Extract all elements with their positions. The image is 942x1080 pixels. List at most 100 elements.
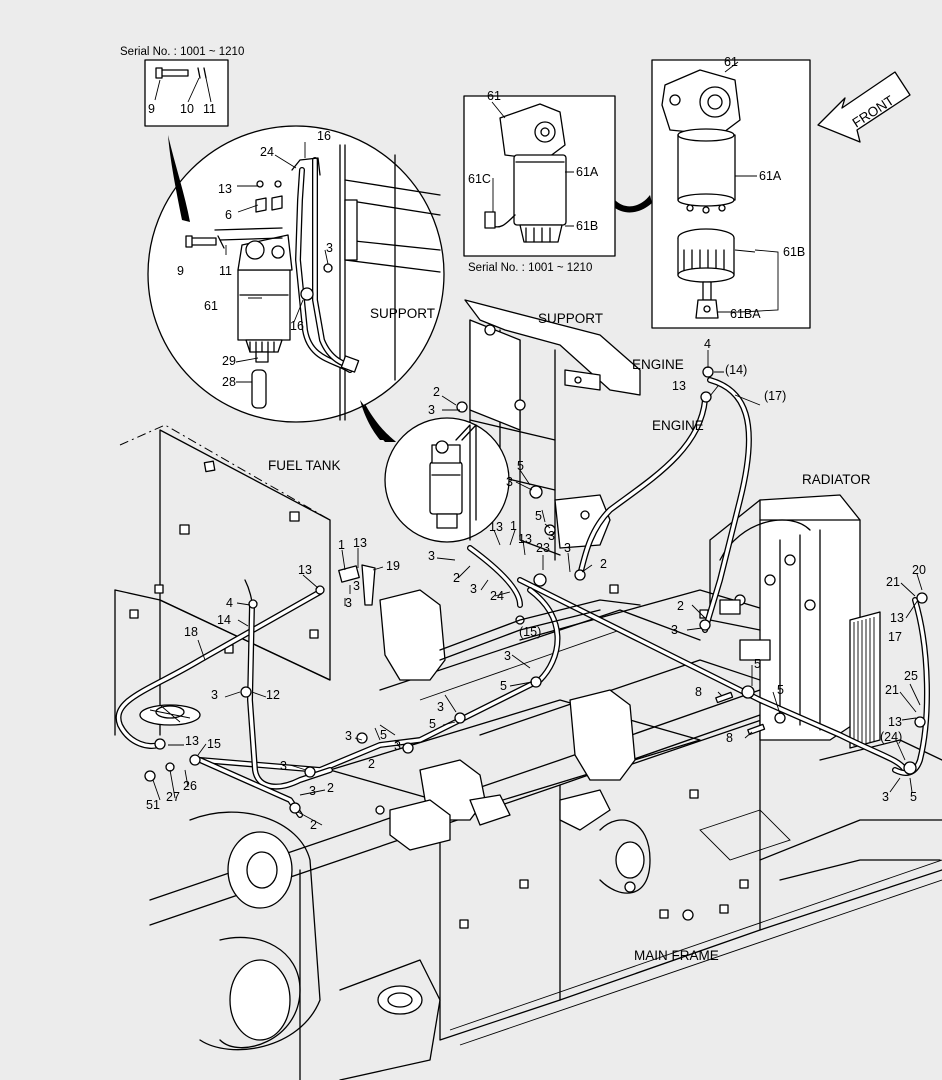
part-13-filter: 13 bbox=[489, 520, 503, 534]
part-61: 61 bbox=[204, 299, 218, 313]
part-17-engine: (17) bbox=[764, 389, 786, 403]
part-4-tank: 4 bbox=[226, 596, 233, 610]
part-2-support: 2 bbox=[433, 385, 440, 399]
part-6: 6 bbox=[225, 208, 232, 222]
part-3-filter-c: 3 bbox=[470, 582, 477, 596]
part-23: 23 bbox=[536, 541, 550, 555]
part-3-hose-f: 3 bbox=[309, 784, 316, 798]
part-5-hose-b: 5 bbox=[429, 717, 436, 731]
part-21: 21 bbox=[886, 575, 900, 589]
part-26: 26 bbox=[183, 779, 197, 793]
part-2-hose-b: 2 bbox=[327, 781, 334, 795]
part-3-filter-b: 3 bbox=[428, 549, 435, 563]
part-13-fitting: 13 bbox=[353, 536, 367, 550]
part-28: 28 bbox=[222, 375, 236, 389]
part-16: 16 bbox=[317, 129, 331, 143]
part-3-fitting: 3 bbox=[353, 579, 360, 593]
part-3-hose-d: 3 bbox=[394, 739, 401, 753]
part-3-hose-e: 3 bbox=[280, 759, 287, 773]
part-3-rad: 3 bbox=[671, 623, 678, 637]
part-61-right: 61 bbox=[724, 55, 738, 69]
part-17: 17 bbox=[888, 630, 902, 644]
part-5-rad-b: 5 bbox=[777, 683, 784, 697]
part-21-b: 21 bbox=[885, 683, 899, 697]
part-3-support-b: 3 bbox=[506, 475, 513, 489]
radiator bbox=[709, 494, 881, 749]
serial-label-middle: Serial No. : 1001 ~ 1210 bbox=[468, 262, 592, 274]
part-9-box: 9 bbox=[148, 102, 155, 116]
part-11: 11 bbox=[219, 264, 232, 278]
part-4-engine: 4 bbox=[704, 337, 711, 351]
leader-lines bbox=[152, 61, 923, 826]
part-3-support: 3 bbox=[428, 403, 435, 417]
serial-box-filter bbox=[463, 95, 652, 257]
label-support-circle: SUPPORT bbox=[370, 306, 435, 321]
part-2-hose: 2 bbox=[368, 757, 375, 771]
part-5-support-b: 5 bbox=[535, 509, 542, 523]
part-3-hose: 3 bbox=[504, 649, 511, 663]
part-13-filter-b: 13 bbox=[518, 532, 532, 546]
serial-label-top: Serial No. : 1001 ~ 1210 bbox=[120, 46, 244, 58]
part-61A-right: 61A bbox=[759, 169, 782, 183]
filter-exploded-box bbox=[651, 59, 811, 329]
part-13-right: 13 bbox=[890, 611, 904, 625]
part-2-filter: 2 bbox=[600, 557, 607, 571]
label-main-frame: MAIN FRAME bbox=[634, 948, 719, 963]
part-3-hose-b: 3 bbox=[437, 700, 444, 714]
part-2-rad: 2 bbox=[677, 599, 684, 613]
part-3-tank: 3 bbox=[211, 688, 218, 702]
part-24: 24 bbox=[260, 145, 274, 159]
part-13: 13 bbox=[218, 182, 232, 196]
label-engine-1: ENGINE bbox=[632, 357, 684, 372]
part-2-filter-b: 2 bbox=[453, 571, 460, 585]
part-14-tank: 14 bbox=[217, 613, 231, 627]
part-14-engine: (14) bbox=[725, 363, 747, 377]
filter-mounting-detail bbox=[147, 125, 445, 440]
part-9: 9 bbox=[177, 264, 184, 278]
oil-cooler-fins bbox=[849, 611, 881, 749]
part-25: 25 bbox=[904, 669, 918, 683]
part-10-box: 10 bbox=[180, 102, 194, 116]
part-61B-mid: 61B bbox=[576, 219, 598, 233]
label-support-frame: SUPPORT bbox=[538, 311, 603, 326]
part-13-right-b: 13 bbox=[888, 715, 902, 729]
part-3: 3 bbox=[326, 241, 333, 255]
part-24-filter: 24 bbox=[490, 589, 504, 603]
filter-detail-circle bbox=[363, 400, 510, 543]
part-61B-right: 61B bbox=[783, 245, 805, 259]
part-13-tank: 13 bbox=[298, 563, 312, 577]
part-15-hose: (15) bbox=[519, 625, 541, 639]
label-radiator: RADIATOR bbox=[802, 472, 871, 487]
part-1-fitting: 1 bbox=[338, 538, 345, 552]
part-15: 15 bbox=[207, 737, 221, 751]
part-3-filter: 3 bbox=[564, 541, 571, 555]
label-fuel-tank: FUEL TANK bbox=[268, 458, 341, 473]
part-5-hose-c: 5 bbox=[380, 728, 387, 742]
serial-box-bolt bbox=[144, 59, 229, 127]
part-61BA: 61BA bbox=[730, 307, 761, 321]
part-1-filter: 1 bbox=[510, 519, 517, 533]
part-3-support-c: 3 bbox=[548, 529, 555, 543]
part-5-rad: 5 bbox=[754, 657, 761, 671]
part-20: 20 bbox=[912, 563, 926, 577]
part-8-rad: 8 bbox=[695, 685, 702, 699]
part-8-rad-b: 8 bbox=[726, 731, 733, 745]
part-13-bottom: 13 bbox=[185, 734, 199, 748]
part-3-hose-c: 3 bbox=[345, 729, 352, 743]
part-27: 27 bbox=[166, 790, 180, 804]
part-11-box: 11 bbox=[203, 102, 216, 116]
part-61C: 61C bbox=[468, 172, 491, 186]
part-16b: 16 bbox=[290, 319, 304, 333]
main-frame-structure bbox=[149, 584, 942, 1080]
fuel-tank bbox=[114, 424, 331, 736]
part-61A-mid: 61A bbox=[576, 165, 599, 179]
labels: Serial No. : 1001 ~ 1210 Serial No. : 10… bbox=[120, 46, 926, 963]
part-5-support: 5 bbox=[517, 459, 524, 473]
part-5-hose: 5 bbox=[500, 679, 507, 693]
part-5-right: 5 bbox=[910, 790, 917, 804]
part-3-right: 3 bbox=[882, 790, 889, 804]
part-51: 51 bbox=[146, 798, 160, 812]
part-18: 18 bbox=[184, 625, 198, 639]
